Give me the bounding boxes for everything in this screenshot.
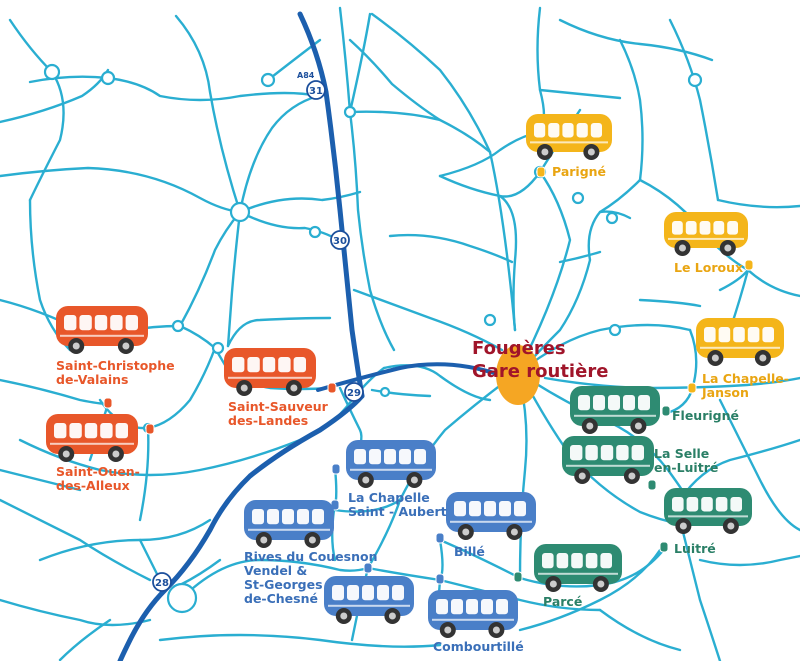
svg-text:29: 29 [347,388,361,399]
stop-parigne [536,166,546,178]
bus-combourtille [428,590,518,638]
bus-rives-du-couesnon [244,500,334,548]
roundabouts [43,63,703,614]
label-la-chapelle-janson: La Chapelle-Janson [701,371,789,400]
minor-roads [0,6,800,661]
a84-label-box [296,70,314,80]
exit-shields: A84 31 30 29 28 [152,70,364,592]
bus-bille [446,492,536,540]
svg-text:30: 30 [333,236,347,247]
bus-la-chapelle-janson [696,318,784,366]
label-bille: Billé [454,544,485,559]
buses [46,114,784,638]
stop-fleurigne [661,405,671,417]
motorway-label: A84 [297,71,315,80]
stop-parce [513,571,523,583]
label-parce: Parcé [543,594,582,609]
stop-le-loroux [744,259,754,271]
exit-28-shield: 28 [152,572,172,592]
label-fleurigne: Fleurigné [672,408,739,423]
hub-title: Fougères [472,338,566,359]
exit-29-shield: 29 [344,382,364,402]
bus-fleurigne [570,386,660,434]
bus-parce [534,544,622,592]
label-le-loroux: Le Loroux [674,260,743,275]
exit-31-shield: 31 [306,80,326,100]
bus-saint-christophe [56,306,148,354]
stop-combourtille [435,573,445,585]
bus-parigne [526,114,612,160]
bus-la-chapelle-saint-aubert [346,440,436,488]
stop-la-selle [647,479,657,491]
stop-la-chapelle-janson [687,382,697,394]
bus-la-selle-en-luitre [562,436,654,484]
town-labels: Parigné Le Loroux La Chapelle-Janson Fle… [56,164,789,654]
svg-text:31: 31 [309,86,323,97]
stop-saint-ouen [145,423,155,435]
fougeres-hub-marker [496,345,540,405]
label-combourtille: Combourtillé [433,639,524,654]
label-saint-ouen: Saint-Ouen-des-Alleux [56,464,140,493]
label-parigne: Parigné [552,164,606,179]
motorway-a84 [117,11,502,661]
stop-bille [435,532,445,544]
stop-chapelle-saint-aubert [331,463,341,475]
stop-rives [363,562,373,574]
exit-30-shield: 30 [330,230,350,250]
bus-combourtille-left [324,576,414,624]
stop-saint-christophe [103,397,113,409]
hub-subtitle: Gare routière [472,361,608,382]
bus-saint-ouen [46,414,138,462]
svg-text:28: 28 [155,578,169,589]
bus-stops [103,166,754,585]
label-luitre: Luitré [674,541,716,556]
bus-le-loroux [664,212,748,256]
stop-saint-sauveur [327,382,337,394]
bus-saint-sauveur [224,348,316,396]
stop-luitre [659,541,669,553]
bus-luitre [664,488,752,534]
